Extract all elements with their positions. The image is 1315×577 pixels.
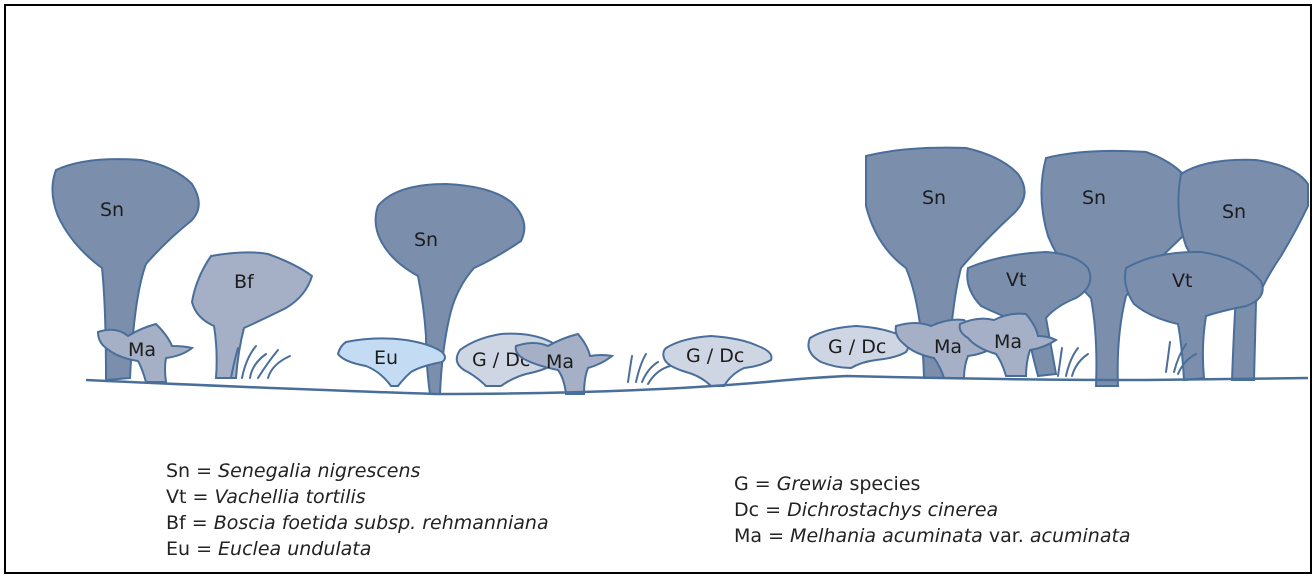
legend-species: Melhania acuminata [790, 525, 983, 547]
tree-sn-2-label: Sn [414, 229, 438, 251]
legend-eq: = [749, 473, 777, 495]
legend-species: Dichrostachys cinerea [787, 499, 998, 521]
shrub-gdc-2: G / Dc [663, 336, 771, 386]
tree-vt-1-label: Vt [1006, 269, 1026, 291]
legend-species: Senegalia nigrescens [218, 460, 420, 482]
legend-item-bf: Bf = Boscia foetida subsp. rehmanniana [166, 510, 549, 536]
legend-variety: acuminata [1030, 525, 1131, 547]
shrub-bf-1-label: Bf [234, 271, 255, 293]
legend-left: Sn = Senegalia nigrescens Vt = Vachellia… [166, 458, 549, 562]
legend-extra: species [843, 473, 920, 495]
tree-vt-2-label: Vt [1172, 270, 1192, 292]
shrub-ma-1-label: Ma [128, 339, 156, 361]
legend-abbr: Ma [734, 525, 762, 547]
tree-sn-1-label: Sn [100, 199, 124, 221]
tree-sn-5-label: Sn [1222, 201, 1246, 223]
legend-item-vt: Vt = Vachellia tortilis [166, 484, 549, 510]
legend-abbr: Bf [166, 512, 186, 534]
legend-abbr: Dc [734, 499, 759, 521]
legend-species: Euclea undulata [218, 538, 371, 560]
legend-right: G = Grewia species Dc = Dichrostachys ci… [734, 471, 1131, 549]
shrub-gdc-3-label: G / Dc [828, 336, 886, 358]
shrub-eu-1-label: Eu [374, 347, 398, 369]
legend-abbr: G [734, 473, 749, 495]
legend-abbr: Eu [166, 538, 190, 560]
legend-abbr: Vt [166, 486, 186, 508]
grass-tuft-3 [1058, 348, 1088, 376]
legend-eq: = [759, 499, 787, 521]
legend-item-sn: Sn = Senegalia nigrescens [166, 458, 549, 484]
shrub-ma-4-label: Ma [994, 331, 1022, 353]
legend-eq: = [186, 486, 214, 508]
legend-eq: = [762, 525, 790, 547]
legend-species: Boscia foetida subsp. rehmanniana [214, 512, 549, 534]
legend-species: Vachellia tortilis [214, 486, 365, 508]
shrub-ma-3-label: Ma [934, 336, 962, 358]
legend-extra: var. [983, 525, 1030, 547]
legend-item-g: G = Grewia species [734, 471, 1131, 497]
legend-eq: = [190, 460, 218, 482]
shrub-bf-1: Bf [192, 252, 312, 378]
legend-item-dc: Dc = Dichrostachys cinerea [734, 497, 1131, 523]
legend-eq: = [190, 538, 218, 560]
shrub-gdc-2-label: G / Dc [686, 345, 744, 367]
legend-item-eu: Eu = Euclea undulata [166, 536, 549, 562]
tree-sn-3-label: Sn [922, 187, 946, 209]
tree-sn-4-label: Sn [1082, 187, 1106, 209]
legend-item-ma: Ma = Melhania acuminata var. acuminata [734, 523, 1131, 549]
diagram-frame: Sn Sn Sn Vt Vt Sn Bf [4, 4, 1312, 574]
shrub-ma-2-label: Ma [546, 351, 574, 373]
legend-abbr: Sn [166, 460, 190, 482]
legend-eq: = [186, 512, 214, 534]
shrub-gdc-3: G / Dc [808, 326, 908, 368]
ground-line [86, 376, 1308, 394]
legend-species: Grewia [777, 473, 844, 495]
